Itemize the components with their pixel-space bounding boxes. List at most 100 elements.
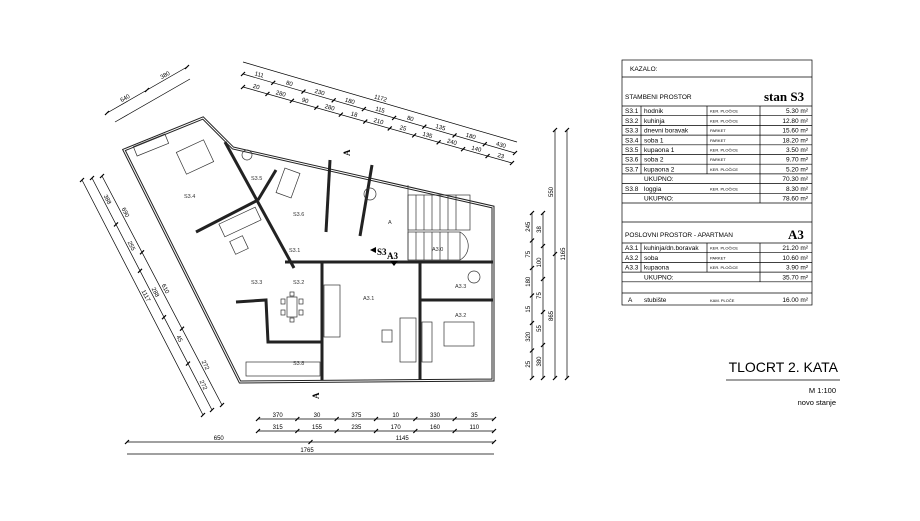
dimension-label: 180 [465,133,477,142]
dimension-label: 280 [324,104,336,113]
unit-marker-s3-arrow [370,247,376,253]
drawing-title: TLOCRT 2. KATA [729,359,839,375]
sofa-s3-3 [218,206,262,238]
room-name: dnevni boravak [644,128,689,135]
floor-finish: KER. PLOČICE [710,118,738,123]
dimension-label: 288 [150,287,160,299]
room-label-s3-1: S3.1 [289,248,300,254]
dimension-label: 140 [470,146,482,155]
dimension-tick [240,71,246,77]
dimension-label: 110 [470,425,480,431]
shower-a3-3 [467,270,481,284]
dimension-tick [373,416,379,422]
dimension-label: 30 [314,413,321,419]
unit-marker-a3-arrow [390,261,398,266]
room-label-s3-8: S3.8 [293,361,304,367]
dimension-tick [452,133,457,138]
room-area: 18.20 m² [782,137,808,144]
dimension-tick [412,416,418,422]
unit-marker-s3: S3 [377,247,387,257]
room-label-s3-3: S3.3 [251,280,262,286]
drawing-scale: M 1:100 [809,386,836,395]
floor-finish: KER. PLOČICE [710,109,738,114]
room-label-s3-4: S3.4 [184,194,195,200]
dimension-label: 80 [406,116,415,124]
room-label-a: A [388,220,392,226]
furniture [132,133,481,377]
dimension-tick [362,119,368,124]
room-id: S3.3 [625,128,639,135]
room-area: 12.80 m² [782,118,808,125]
dimension-tick [308,439,313,445]
room-label-a3-2: A3.2 [455,313,466,319]
dimension-tick [219,402,225,408]
dimension-tick [412,428,418,434]
room-label-s3-5: S3.5 [251,176,262,182]
room-labels: S3.4 S3.5 S3.6 S3.1 S3.3 S3.2 S3.8 A A3.… [184,149,466,399]
dimension-label: 255 [126,240,136,252]
dimension-tick [124,439,130,445]
dimension-tick [436,139,442,145]
shower-s3-5 [241,149,253,161]
wardrobe-a3-2 [421,321,433,363]
dimension-label: 240 [446,139,458,148]
business-total: 35.70 m² [782,274,808,281]
room-name: kupaona 2 [644,166,675,173]
dimension-label: 55 [537,325,543,332]
dimension-tick [485,153,490,159]
room-id: S3.2 [625,118,639,125]
dimension-label: 75 [537,292,543,299]
floor-finish: PARKET [710,138,726,143]
room-label-a3-1: A3.1 [363,296,374,302]
room-id: A3.2 [625,255,639,262]
dimension-label: 100 [537,257,543,268]
floor-finish: KER. PLOČICE [710,246,738,251]
room-area: 8.30 m² [786,186,809,193]
floor-finish: KER. PLOČICE [710,167,738,172]
room-name: loggia [644,186,662,193]
dimension-tick [529,375,535,381]
dimension-tick [529,238,535,243]
dimension-tick [331,97,337,103]
room-id: S3.6 [625,157,639,164]
dimension-tick [255,428,261,434]
dimension-tick [452,428,458,434]
room-id: S3.8 [625,186,639,193]
dimension-tick [540,342,546,348]
room-id: S3.4 [625,137,639,144]
dimension-tick [334,416,340,422]
dimension-tick [294,428,300,434]
dimension-tick [540,210,546,216]
dimension-label: 315 [273,425,284,431]
dimension-label: 245 [526,221,532,232]
room-id: A [628,297,633,304]
floor-finish: KER. PLOČICE [710,186,738,191]
floor-finish: PARKET [710,157,726,162]
dimension-tick [411,132,417,138]
floor-plan: S3.4 S3.5 S3.6 S3.1 S3.3 S3.2 S3.8 A A3.… [121,116,495,399]
residential-unit: stan S3 [764,89,805,104]
dimension-tick [113,221,119,227]
dimension-label: 650 [214,436,225,442]
room-label-a3-3: A3.3 [455,284,466,290]
dimension-tick [421,124,427,130]
sofa-a3 [399,317,417,363]
legend-frame [621,59,813,306]
dimension-tick [452,416,458,422]
dimension-label: 210 [373,118,385,127]
dimension-tick [89,175,95,181]
bed-a3-2 [443,321,475,347]
dimension-label: 45 [174,335,183,344]
dimension-label: 75 [526,250,532,257]
dimension-label: 25 [399,125,408,133]
dimension-tick [387,126,393,131]
section-mark-top: A [342,149,352,156]
legend-row-loggia: S3.8 loggia KER. PLOČICE 8.30 m² [625,186,809,193]
